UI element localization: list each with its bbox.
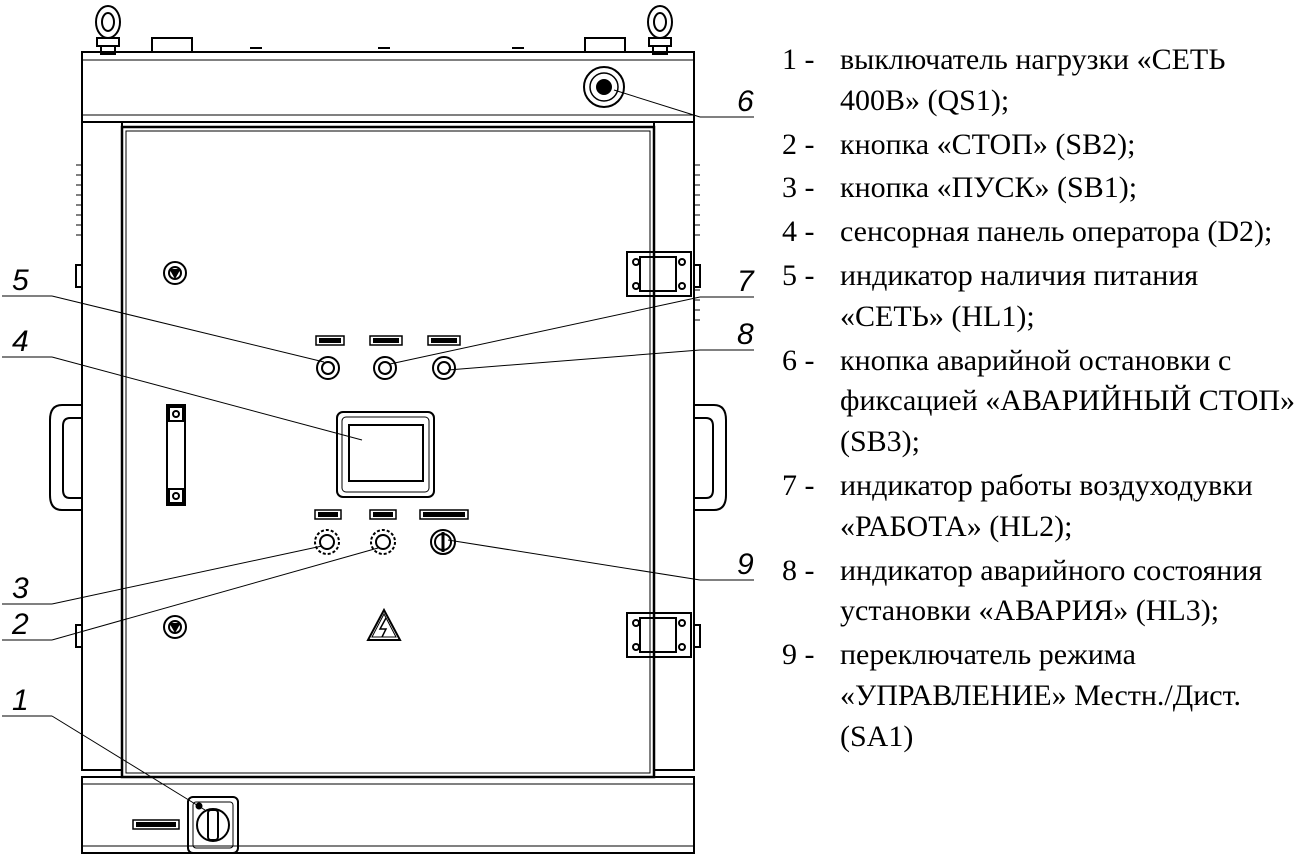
callout-7: 7 (737, 265, 755, 298)
start-button (314, 529, 340, 555)
legend-number: 8 - (782, 553, 815, 587)
legend-item: 1 - выключатель нагрузки «СЕТЬ 400В» (QS1… (782, 40, 1296, 122)
legend-number: 6 - (782, 343, 815, 377)
high-voltage-sign-icon (366, 607, 402, 641)
right-handle (694, 404, 727, 511)
callout-9: 9 (737, 548, 754, 581)
door (120, 125, 656, 779)
legend-item: 6 - кнопка аварийной остановки с фиксацие… (782, 341, 1296, 463)
legend-text: сенсорная панель оператора (D2); (840, 215, 1273, 249)
legend-text: переключатель режима «УПРАВЛЕНИЕ» Местн.… (840, 638, 1241, 753)
callout-4: 4 (12, 325, 29, 358)
cabinet-drawing: 1 2 3 4 5 6 7 8 9 (2, 5, 755, 854)
left-handle (49, 404, 82, 511)
legend: 1 - выключатель нагрузки «СЕТЬ 400В» (QS1… (782, 40, 1296, 761)
legend-text: индикатор наличия питания «СЕТЬ» (HL1); (840, 258, 1199, 333)
door-handle (166, 404, 186, 506)
mode-selector (430, 529, 456, 555)
legend-item: 5 - индикатор наличия питания «СЕТЬ» (HL1… (782, 256, 1296, 338)
right-eye-bolt (647, 5, 673, 55)
legend-text: индикатор работы воздуходувки «РАБОТА» (… (840, 468, 1253, 543)
hinge-bottom (626, 612, 692, 658)
legend-number: 9 - (782, 638, 815, 672)
callout-5: 5 (12, 264, 29, 297)
legend-item: 3 - кнопка «ПУСК» (SB1); (782, 168, 1296, 209)
callout-8: 8 (737, 318, 754, 351)
legend-text: кнопка «ПУСК» (SB1); (840, 171, 1138, 205)
legend-number: 4 - (782, 215, 815, 249)
work-indicator (373, 356, 397, 380)
left-eye-bolt (95, 5, 121, 55)
stop-button (370, 529, 396, 555)
bottom-frame (81, 776, 695, 854)
load-switch (187, 796, 239, 854)
callout-1: 1 (12, 684, 29, 717)
left-post (81, 121, 123, 771)
callout-2: 2 (11, 608, 29, 641)
legend-item: 4 - сенсорная панель оператора (D2); (782, 212, 1296, 253)
alarm-indicator (432, 356, 456, 380)
legend-number: 7 - (782, 468, 815, 502)
legend-text: выключатель нагрузки «СЕТЬ 400В» (QS1); (840, 43, 1226, 117)
legend-text: кнопка аварийной остановки с фиксацией «… (840, 343, 1296, 459)
legend-number: 5 - (782, 258, 815, 292)
legend-item: 2 - кнопка «СТОП» (SB2); (782, 125, 1296, 166)
emergency-stop-button (583, 66, 625, 108)
hinge-top (626, 251, 692, 297)
legend-item: 8 - индикатор аварийного состояния устано… (782, 551, 1296, 633)
right-post (653, 121, 695, 771)
callout-3: 3 (12, 572, 29, 605)
door-lock-bottom (163, 615, 187, 639)
legend-text: кнопка «СТОП» (SB2); (840, 127, 1136, 161)
legend-number: 2 - (782, 127, 815, 161)
top-frame (81, 51, 695, 123)
legend-item: 7 - индикатор работы воздуходувки «РАБОТА… (782, 466, 1296, 548)
power-indicator (316, 356, 340, 380)
callout-6: 6 (737, 85, 754, 118)
legend-item: 9 - переключатель режима «УПРАВЛЕНИЕ» Мес… (782, 635, 1296, 757)
legend-number: 1 - (782, 43, 815, 76)
door-lock-top (163, 261, 187, 285)
touch-panel (336, 411, 435, 498)
legend-text: индикатор аварийного состояния установки… (840, 553, 1263, 628)
legend-number: 3 - (782, 171, 815, 205)
